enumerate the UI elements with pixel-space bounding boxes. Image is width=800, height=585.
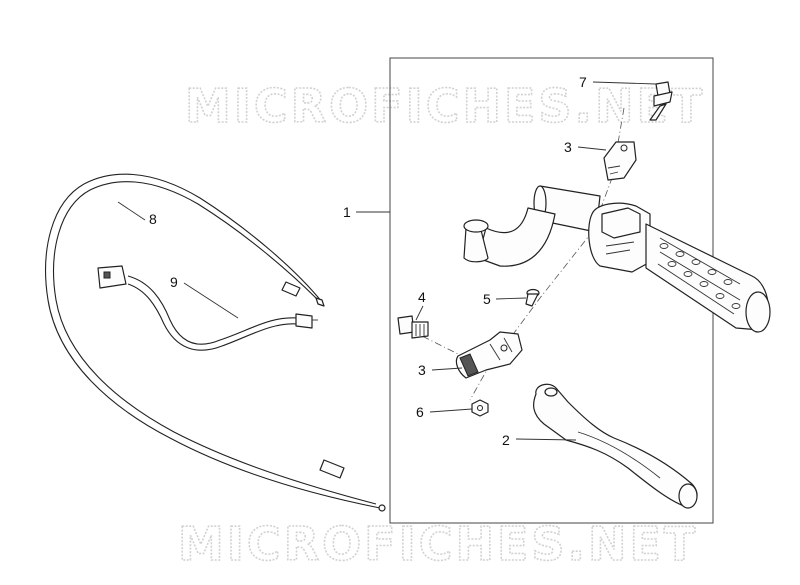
leader-7 — [592, 81, 657, 85]
leader-3-top — [577, 146, 607, 151]
callout-4: 4 — [418, 289, 426, 305]
callout-7: 7 — [579, 74, 587, 90]
lever-housing — [588, 202, 651, 273]
nut-part-6 — [471, 399, 489, 417]
watermark-top: MICROFICHES.NET — [185, 79, 705, 133]
callout-8: 8 — [149, 211, 157, 227]
callout-5: 5 — [483, 291, 491, 307]
handlebar-grip — [645, 223, 771, 333]
bolt-part-4 — [397, 315, 429, 339]
clutch-cable-part-8 — [45, 173, 386, 512]
switch-wire-part-9 — [97, 265, 318, 351]
clutch-lever-part-2 — [533, 383, 698, 509]
leader-2 — [515, 438, 577, 441]
lever-bracket-part-3 — [455, 331, 523, 379]
leader-4 — [415, 305, 424, 321]
leader-5 — [495, 297, 527, 300]
callout-6: 6 — [416, 404, 424, 420]
handlebar-tube — [463, 185, 601, 267]
leader-8 — [117, 201, 146, 221]
clamp-part-3-top — [603, 141, 637, 181]
leader-9 — [183, 282, 239, 319]
callout-1: 1 — [343, 204, 351, 220]
screw-part-7 — [649, 81, 673, 121]
callout-3-middle: 3 — [418, 362, 426, 378]
leader-3-middle — [431, 367, 463, 371]
watermark-bottom: MICROFICHES.NET — [178, 517, 698, 571]
callout-9: 9 — [170, 274, 178, 290]
screw-part-5 — [525, 288, 540, 307]
callout-3-top: 3 — [564, 139, 572, 155]
callout-2: 2 — [502, 432, 510, 448]
leader-6 — [429, 408, 473, 413]
